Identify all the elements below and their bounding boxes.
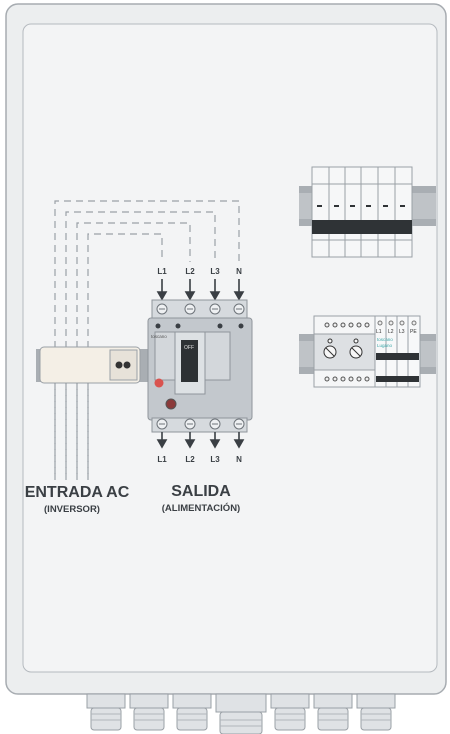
bottom-label-n: N [236,455,242,464]
spd-model: Lugano [377,343,393,348]
bottom-label-l3: L3 [210,455,220,464]
top-label-n: N [236,267,242,276]
spd-terminal-1: L1 [376,329,382,335]
top-arrows [156,279,245,301]
breaker-brand: toscano [151,334,167,339]
entrada-title: ENTRADA AC [25,484,130,501]
bottom-arrows [156,432,245,449]
spd-terminal-4: PE [410,329,417,335]
top-label-l3: L3 [210,267,220,276]
bottom-label-l2: L2 [185,455,195,464]
cable-glands [86,693,396,734]
breaker-state: OFF [184,345,194,351]
entrada-subtitle: (INVERSOR) [44,504,100,515]
top-label-l2: L2 [185,267,195,276]
spd-terminal-3: L3 [399,329,405,335]
spd-brand: toscano [377,337,393,342]
main-breaker [147,299,253,433]
mcb-row [311,166,413,258]
bottom-label-l1: L1 [157,455,167,464]
salida-subtitle: (ALIMENTACIÓN) [162,502,240,514]
spd-terminal-2: L2 [388,329,394,335]
salida-title: SALIDA [171,483,231,500]
voltage-relay [313,315,376,388]
surge-protector [374,315,421,388]
input-connector [39,346,141,384]
top-label-l1: L1 [157,267,167,276]
